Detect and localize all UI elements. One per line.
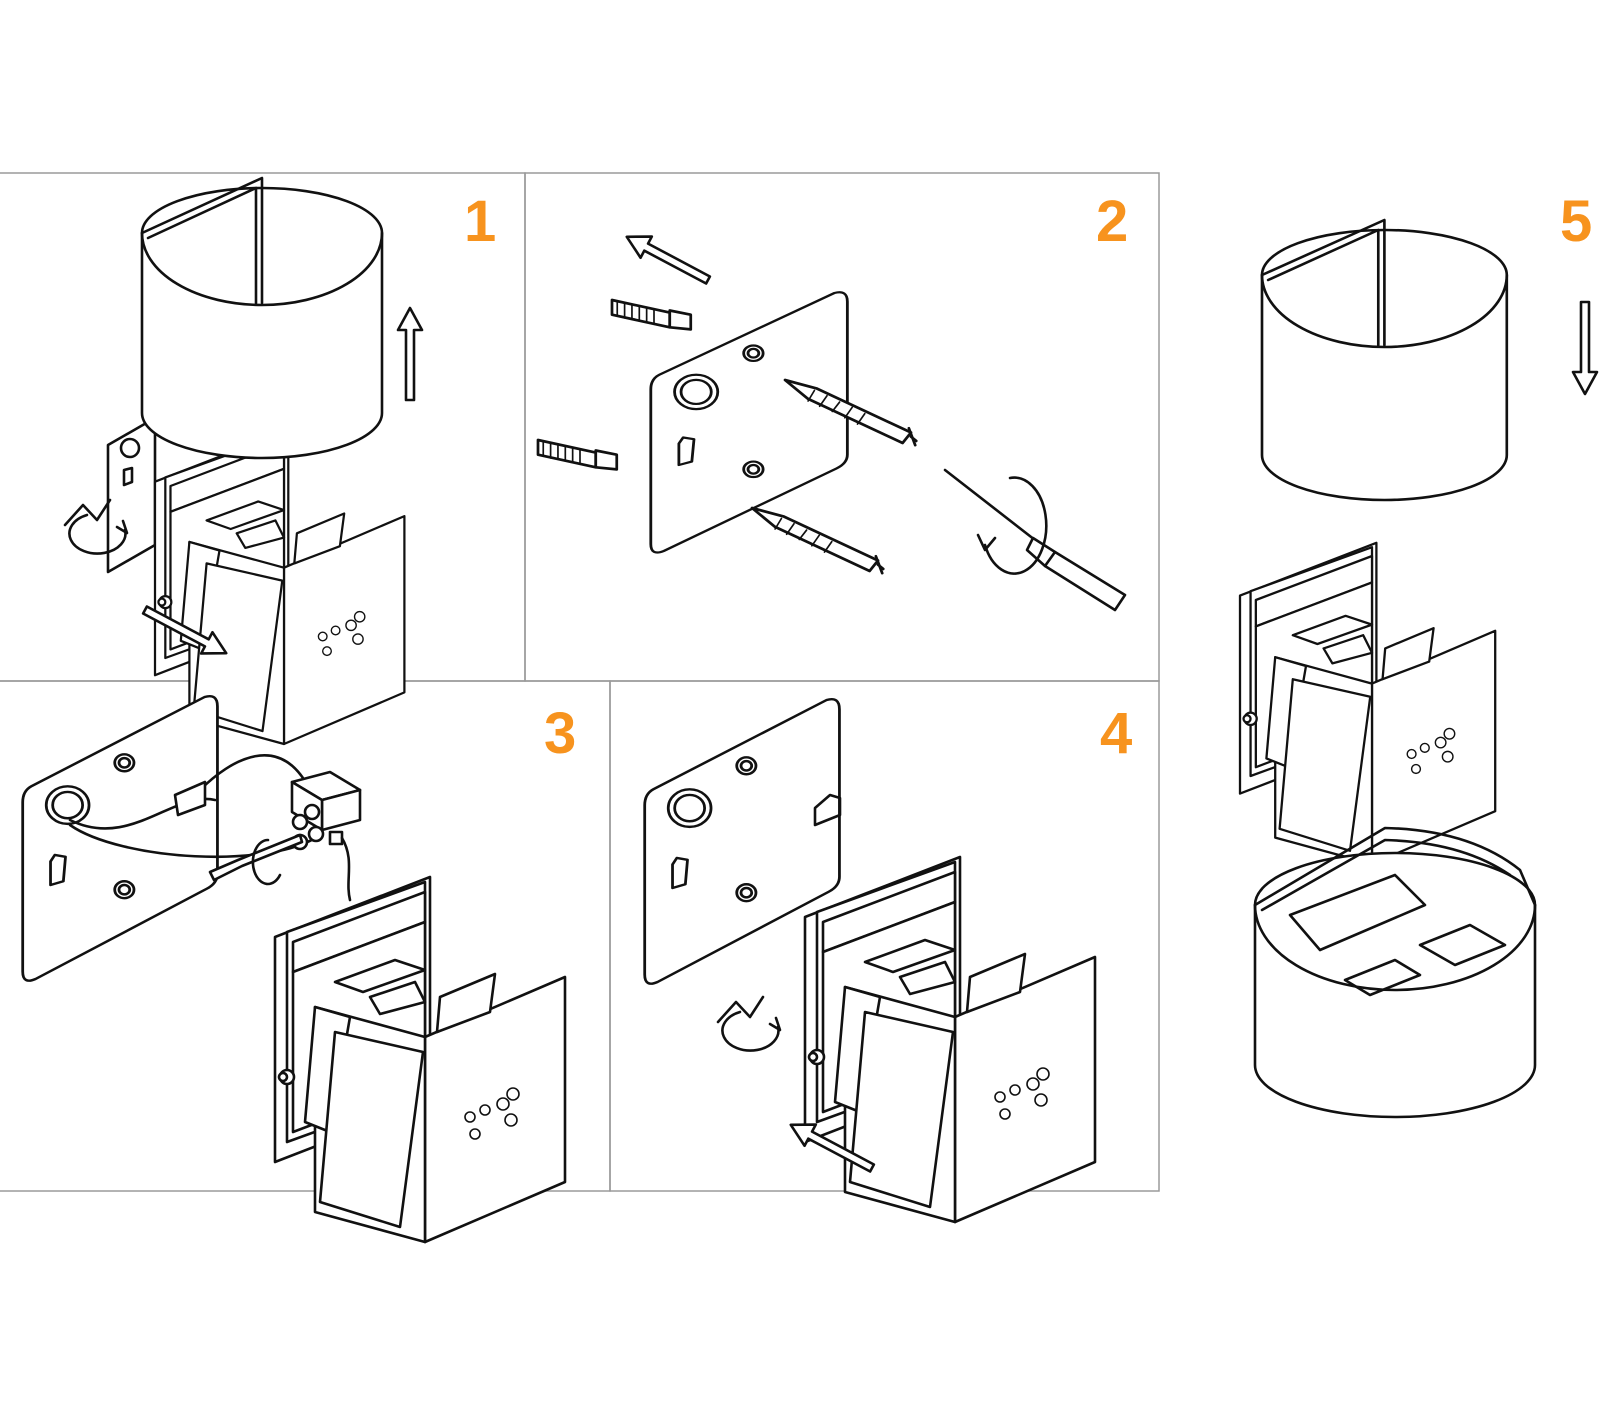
- rotate-screw-icon-2: [716, 995, 782, 1052]
- panel-2-illustration: [536, 224, 1127, 612]
- terminal-block-icon: [290, 770, 362, 851]
- assembled-lamp: [1253, 826, 1537, 1119]
- screw-icon-2: [750, 506, 885, 575]
- step-2-number: 2: [1096, 189, 1129, 254]
- arrow-down-icon: [1571, 300, 1599, 396]
- step-5-number: 5: [1560, 189, 1593, 254]
- panel-3-illustration: [21, 694, 567, 1244]
- step-3-number: 3: [544, 701, 577, 766]
- screwdriver-icon-small: [208, 833, 304, 882]
- panel-4-illustration: [643, 697, 1097, 1224]
- rotate-arrow-icon-small: [251, 838, 282, 886]
- panel-5-illustration: [1238, 218, 1599, 1119]
- panel-1-illustration: [63, 176, 424, 746]
- arrow-up-left-icon: [619, 224, 715, 292]
- step-4-number: 4: [1100, 701, 1133, 766]
- step-1-number: 1: [464, 189, 497, 254]
- wall-plug-icon: [610, 298, 693, 331]
- rotate-arrow-icon: [983, 476, 1048, 575]
- wall-plug-icon-2: [536, 438, 619, 471]
- arrow-up-icon: [396, 306, 424, 402]
